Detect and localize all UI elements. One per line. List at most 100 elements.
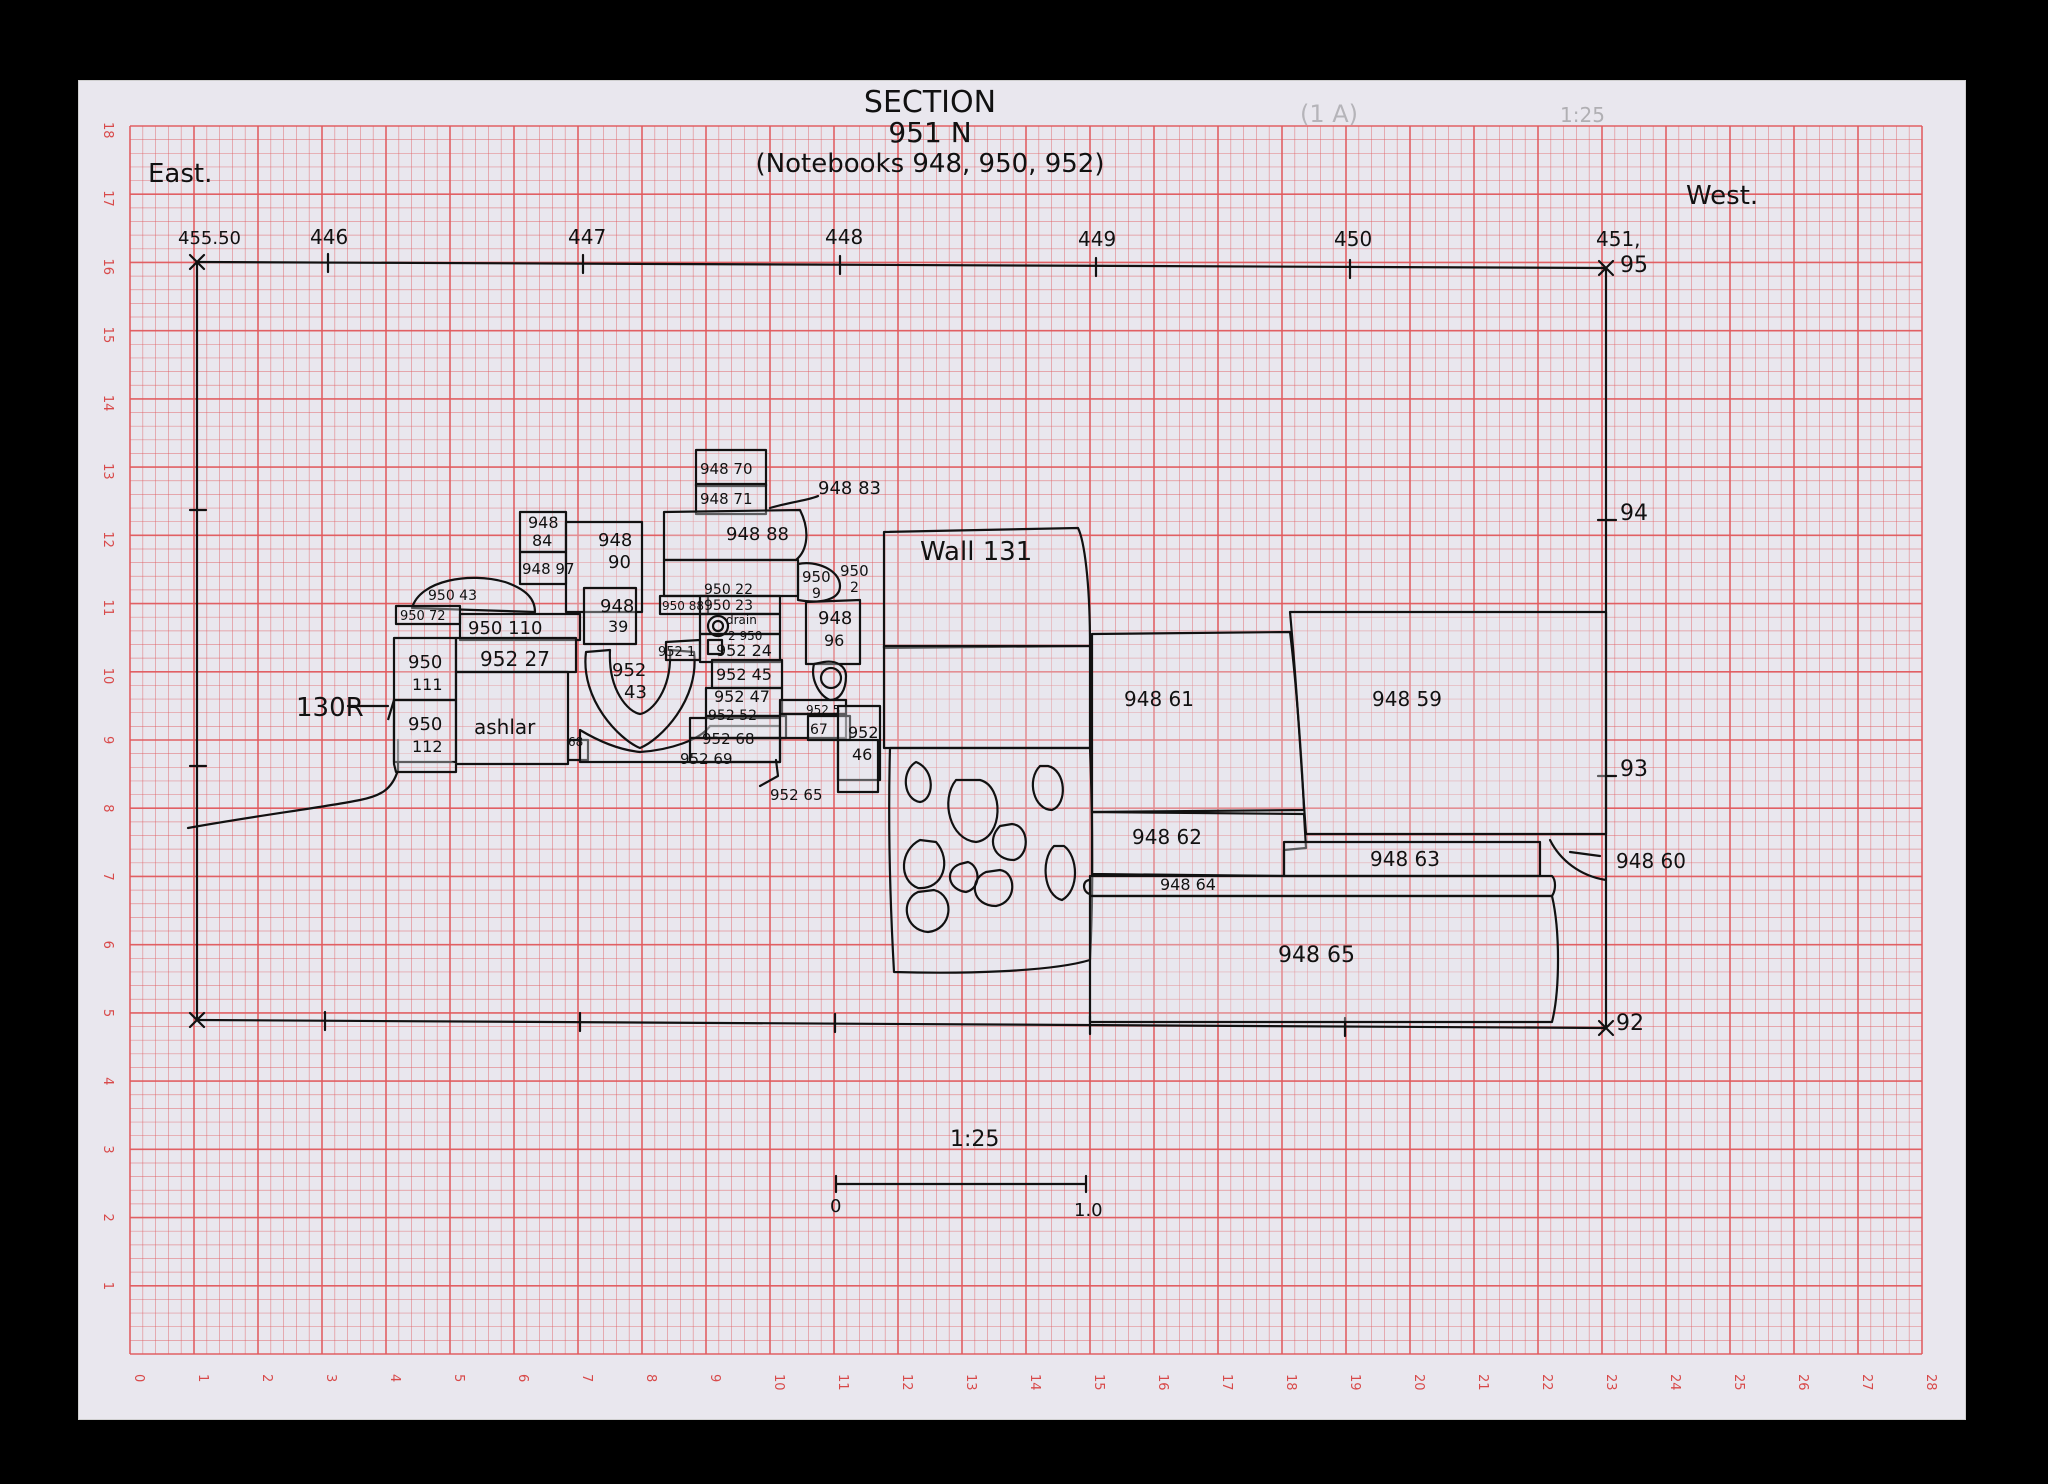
block-948-59: 948 59: [1372, 687, 1442, 711]
block-952-52: 952 52: [708, 708, 757, 724]
grid-bottom-number: 24: [1667, 1374, 1682, 1391]
drain-label-a: drain: [726, 613, 757, 627]
stone-cluster-center: [658, 448, 882, 794]
section-title: SECTION: [864, 85, 996, 120]
block-948-39-b: 39: [608, 617, 628, 636]
block-952-27: 952 27: [480, 647, 550, 671]
grid-bottom-number: 8: [643, 1374, 658, 1382]
block-948-64: 948 64: [1160, 875, 1216, 894]
block-950-43: 950 43: [428, 588, 477, 604]
grid-left-number: 3: [100, 1145, 115, 1153]
elev-label: 92: [1616, 1011, 1644, 1036]
grid-bottom-number: 12: [899, 1374, 914, 1391]
block-948-65: 948 65: [1278, 943, 1355, 968]
block-948-71: 948 71: [700, 490, 753, 508]
corner-marks: [188, 253, 1615, 1037]
block-948-63: 948 63: [1370, 847, 1440, 871]
block-952-43-a: 952: [612, 660, 646, 681]
grid-left-number: 5: [100, 1009, 115, 1017]
grid-bottom-number: 22: [1539, 1374, 1554, 1391]
block-948-61: 948 61: [1124, 687, 1194, 711]
block-948-84-b: 84: [532, 531, 552, 550]
block-68: 68: [568, 735, 583, 749]
grid-bottom-number: 11: [835, 1374, 850, 1391]
block-950-88: 950 88: [662, 599, 704, 613]
grid-bottom-number: 19: [1347, 1374, 1362, 1391]
block-948-83: 948 83: [818, 478, 881, 499]
grid-bottom-number: 3: [323, 1374, 338, 1382]
block-950-2-b: 2: [850, 580, 859, 596]
east-label: East.: [148, 159, 212, 189]
feature-130r-label: 130R: [296, 693, 364, 723]
block-952-5: 952 5: [806, 703, 840, 717]
block-948-84-a: 948: [528, 513, 559, 532]
grid-left-number: 10: [100, 668, 115, 685]
grid-bottom-number: 18: [1283, 1374, 1298, 1391]
block-948-96-a: 948: [818, 608, 852, 629]
grid-left-number: 16: [100, 258, 115, 275]
block-952-1: 952 1: [658, 645, 695, 660]
block-950-9-a: 950: [802, 568, 831, 586]
block-950-23: 950 23: [704, 598, 753, 614]
grid-bottom-number: 9: [707, 1374, 722, 1382]
grid-left-number: 14: [100, 395, 115, 412]
right-elevation-labels: 95 94 93 92: [1616, 253, 1648, 1036]
block-952-69: 952 69: [680, 750, 733, 768]
grid-left-number: 15: [100, 327, 115, 344]
grid-left-number: 13: [100, 463, 115, 480]
grid-left-number: 17: [100, 190, 115, 207]
scale-end-label: 1.0: [1074, 1200, 1103, 1221]
grid-left-number: 18: [100, 122, 115, 139]
block-labels: 948 70 948 71 948 83 948 88 948 84 948 9…: [400, 460, 1686, 968]
block-952-43-b: 43: [624, 682, 647, 703]
grid-left-number: 4: [100, 1077, 115, 1085]
right-deposits: [1082, 610, 1608, 1024]
block-952-68: 952 68: [702, 730, 755, 748]
block-948-97: 948 97: [522, 560, 575, 578]
grid-bottom-number: 7: [579, 1374, 594, 1382]
block-948-60: 948 60: [1616, 849, 1686, 873]
grid-bottom-number: 20: [1411, 1374, 1426, 1391]
block-952-65: 952 65: [770, 786, 823, 804]
west-label: West.: [1686, 181, 1758, 211]
block-952-67: 67: [810, 722, 828, 738]
top-label: 455.50: [178, 228, 241, 249]
block-948-96-b: 96: [824, 631, 844, 650]
notebooks-note: (Notebooks 948, 950, 952): [756, 149, 1105, 179]
grid-bottom-number: 1: [195, 1374, 210, 1382]
grid-left-number: 11: [100, 600, 115, 617]
faint-corner-note: 1:25: [1560, 103, 1605, 127]
grid-left-number: 9: [100, 736, 115, 744]
scale-start-label: 0: [830, 1196, 841, 1217]
grid-bottom-number: 4: [387, 1374, 402, 1382]
block-952-24: 952 24: [716, 641, 772, 660]
block-950-111-a: 950: [408, 652, 442, 673]
elev-label: 93: [1620, 757, 1648, 782]
ashlar-label: ashlar: [474, 715, 536, 739]
grid-bottom-number: 6: [515, 1374, 530, 1382]
grid-left-number: 6: [100, 941, 115, 949]
drain-label-b: 2 950: [728, 629, 762, 643]
grid-bottom-number: 5: [451, 1374, 466, 1382]
section-subtitle: 951 N: [888, 116, 971, 149]
block-950-112-b: 112: [412, 737, 443, 756]
grid-left-number: 8: [100, 804, 115, 812]
grid-left-number: 12: [100, 531, 115, 548]
block-948-90-a: 948: [598, 530, 632, 551]
grid-bottom-number: 13: [963, 1374, 978, 1391]
grid-bottom-number: 25: [1731, 1374, 1746, 1391]
block-952-46-b: 46: [852, 745, 872, 764]
scale-ratio-label: 1:25: [950, 1127, 999, 1152]
grid-bottom-number: 28: [1923, 1374, 1938, 1391]
block-950-9-b: 9: [812, 586, 821, 602]
grid-bottom-number: 2: [259, 1374, 274, 1382]
top-label: 446: [310, 225, 348, 249]
grid-bottom-number: 27: [1859, 1374, 1874, 1391]
elev-label: 94: [1620, 501, 1648, 526]
block-948-39-a: 948: [600, 596, 634, 617]
block-950-22: 950 22: [704, 582, 753, 598]
grid-bottom-number: 15: [1091, 1374, 1106, 1391]
grid-bottom-number: 26: [1795, 1374, 1810, 1391]
